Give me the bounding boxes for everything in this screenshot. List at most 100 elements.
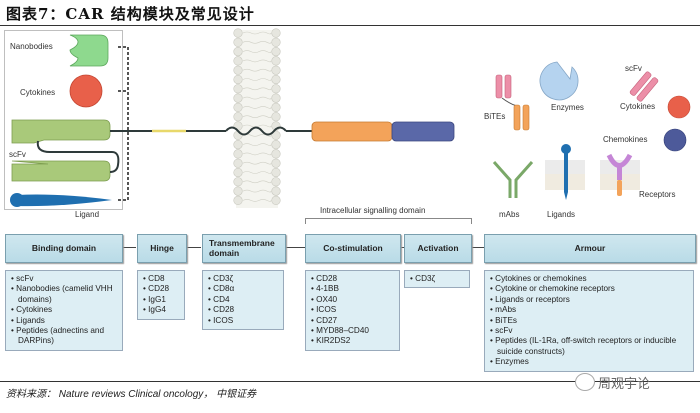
list-item: scFv (490, 326, 688, 336)
lipid-head (271, 167, 281, 178)
connector (122, 247, 136, 248)
list-item: OX40 (311, 295, 394, 305)
lipid-tail (242, 50, 272, 53)
intracellular-signalling-label: Intracellular signalling domain (320, 206, 426, 215)
wechat-icon (575, 373, 595, 391)
cytokines-label: Cytokines (20, 88, 56, 97)
lipid-head (233, 140, 243, 150)
lipid-head (271, 112, 281, 122)
lipid-tail (242, 134, 272, 137)
lipid-tail (242, 199, 272, 202)
binding-domain-header: Binding domain (5, 234, 123, 263)
list-item: Peptides (IL-1Ra, off-switch receptors o… (490, 336, 688, 357)
lipid-tail (242, 59, 272, 63)
list-item: CD3ζ (208, 274, 278, 284)
lipid-head (271, 149, 281, 159)
chemokines-label: Chemokines (603, 135, 648, 144)
receptor-icon (600, 153, 640, 196)
enzyme-icon (539, 61, 579, 101)
list-item: IgG4 (143, 305, 179, 315)
lipid-tail (242, 161, 272, 165)
lipid-head (233, 195, 243, 205)
lipid-tail (242, 41, 272, 44)
transmembrane-list: CD3ζCD8αCD4CD28ICOS (202, 270, 284, 331)
hinge-header: Hinge (137, 234, 187, 263)
list-item: CD4 (208, 295, 278, 305)
list-item: Enzymes (490, 357, 688, 367)
lipid-tail (242, 180, 272, 184)
lipid-head (233, 149, 243, 159)
membrane-ligand-icon (545, 144, 585, 200)
list-item: Cytokines (11, 305, 117, 315)
watermark: 周观宇论 (598, 377, 651, 392)
bites-label: BiTEs (484, 112, 506, 121)
list-item: CD8α (208, 284, 278, 294)
list-item: CD28 (311, 274, 394, 284)
connector (470, 247, 484, 248)
list-item: mAbs (490, 305, 688, 315)
list-item: CD3ζ (410, 274, 464, 284)
lipid-head (271, 186, 281, 196)
title-divider (0, 25, 700, 26)
armour-header: Armour (484, 234, 696, 263)
chemokine-icon (663, 128, 687, 152)
cytokine-icon (69, 74, 103, 108)
list-item: ICOS (208, 316, 278, 326)
armour-list: Cytokines or chemokinesCytokine or chemo… (484, 270, 694, 372)
lipid-head (271, 28, 281, 38)
cell-membrane (233, 28, 281, 208)
lipid-head (271, 74, 281, 85)
lipid-tail (242, 143, 272, 146)
lipid-head (271, 65, 281, 75)
connector (285, 247, 305, 248)
binding-domain-list: scFvNanobodies (camelid VHH domains)Cyto… (5, 270, 123, 351)
scfv-armour-icon (629, 71, 659, 102)
activation-list: CD3ζ (404, 270, 470, 289)
nanobodies-label: Nanobodies (10, 42, 53, 51)
footer-divider (0, 381, 700, 382)
ligand-label: Ligand (75, 210, 100, 219)
dashed-connector (118, 46, 129, 201)
list-item: KIR2DS2 (311, 336, 394, 346)
list-item: Ligands (11, 316, 117, 326)
lipid-head (271, 56, 281, 66)
list-item: CD28 (208, 305, 278, 315)
lipid-head (233, 177, 243, 187)
lipid-tail (242, 115, 272, 118)
lipid-head (233, 158, 243, 168)
lipid-head (233, 102, 243, 112)
ligands-label: Ligands (547, 210, 576, 219)
list-item: Cytokine or chemokine receptors (490, 284, 688, 294)
scfv-armour-label: scFv (625, 64, 642, 73)
costimulation-block (311, 121, 393, 142)
lipid-tail (242, 189, 272, 193)
lipid-head (233, 37, 243, 47)
lipid-head (271, 37, 281, 47)
lipid-tail (242, 78, 272, 81)
lipid-head (233, 93, 243, 103)
list-item: CD28 (143, 284, 179, 294)
list-item: CD8 (143, 274, 179, 284)
lipid-head (271, 130, 281, 140)
lipid-head (271, 195, 281, 205)
mab-icon (492, 161, 534, 198)
list-item: 4-1BB (311, 284, 394, 294)
lipid-head (271, 177, 281, 187)
cytokines-armour-label: Cytokines (620, 102, 656, 111)
list-item: Cytokines or chemokines (490, 274, 688, 284)
list-item: Nanobodies (camelid VHH domains) (11, 284, 117, 305)
figure-title: 图表7：CAR 结构模块及常见设计 (6, 5, 255, 23)
list-item: IgG1 (143, 295, 179, 305)
receptors-label: Receptors (639, 190, 676, 199)
list-item: MYD88–CD40 (311, 326, 394, 336)
lipid-head (233, 56, 243, 66)
list-item: scFv (11, 274, 117, 284)
lipid-tail (242, 106, 272, 109)
enzymes-label: Enzymes (551, 103, 584, 112)
mabs-label: mAbs (499, 210, 520, 219)
source-note: 资料来源： Nature reviews Clinical oncology， … (6, 389, 257, 400)
lipid-head (271, 84, 281, 94)
lipid-head (271, 46, 281, 57)
lipid-head (233, 28, 243, 38)
lipid-head (233, 186, 243, 196)
